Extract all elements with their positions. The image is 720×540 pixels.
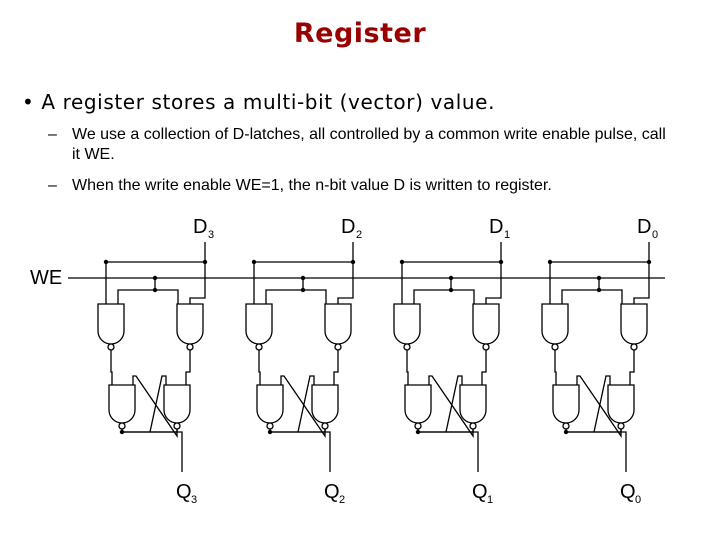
d-input-label: D xyxy=(193,216,207,238)
wire xyxy=(132,375,178,439)
nand-gate xyxy=(163,384,191,424)
inverter-bubble xyxy=(403,343,411,351)
wire xyxy=(337,262,354,304)
d-input-subscript: 3 xyxy=(208,229,214,241)
nand-gate xyxy=(472,303,500,345)
inverter-bubble xyxy=(469,422,477,430)
dash-marker: – xyxy=(48,177,57,194)
q-output-subscript: 3 xyxy=(191,494,197,506)
sub-bullet-text: We use a collection of D-latches, all co… xyxy=(72,126,666,163)
inverter-bubble xyxy=(255,343,263,351)
inverter-bubble xyxy=(617,422,625,430)
wire xyxy=(110,350,113,385)
wire xyxy=(418,431,479,472)
wire xyxy=(270,431,331,472)
q-output-label: Q xyxy=(324,481,340,503)
inverter-bubble xyxy=(173,422,181,430)
wire xyxy=(189,262,206,304)
wire xyxy=(117,289,155,304)
junction-dot xyxy=(399,259,405,265)
q-output-subscript: 0 xyxy=(635,494,641,506)
wire xyxy=(185,350,191,385)
d-input-subscript: 2 xyxy=(356,229,362,241)
junction-dot xyxy=(547,259,553,265)
inverter-bubble xyxy=(266,422,274,430)
wire xyxy=(155,289,179,304)
wire xyxy=(633,262,650,304)
wire xyxy=(554,350,557,385)
inverter-bubble xyxy=(551,343,559,351)
wire xyxy=(629,350,635,385)
sub-bullet-text: When the write enable WE=1, the n-bit va… xyxy=(72,177,552,194)
d-input-label: D xyxy=(341,216,355,238)
d-input-subscript: 0 xyxy=(652,229,658,241)
inverter-bubble xyxy=(414,422,422,430)
wire xyxy=(428,375,474,439)
wire xyxy=(280,375,326,439)
nand-gate xyxy=(404,384,432,424)
wire xyxy=(265,289,303,304)
q-output-subscript: 1 xyxy=(487,494,493,506)
wire xyxy=(303,289,327,304)
wire xyxy=(122,431,183,472)
nand-gate xyxy=(97,303,125,345)
junction-dot xyxy=(251,259,257,265)
inverter-bubble xyxy=(482,343,490,351)
nand-gate xyxy=(620,303,648,345)
nand-gate xyxy=(176,303,204,345)
nand-gate xyxy=(459,384,487,424)
nand-gate xyxy=(108,384,136,424)
junction-dot xyxy=(103,259,109,265)
we-label: WE xyxy=(30,267,62,289)
sub-bullet-1: – We use a collection of D-latches, all … xyxy=(48,125,668,165)
wire xyxy=(599,289,623,304)
q-output-subscript: 2 xyxy=(339,494,345,506)
inverter-bubble xyxy=(107,343,115,351)
q-output-label: Q xyxy=(472,481,488,503)
wire xyxy=(566,431,627,472)
d-input-subscript: 1 xyxy=(504,229,510,241)
nand-gate xyxy=(552,384,580,424)
slide-title: Register xyxy=(293,18,427,49)
nand-gate xyxy=(256,384,284,424)
inverter-bubble xyxy=(118,422,126,430)
nand-gate xyxy=(541,303,569,345)
wire xyxy=(258,350,261,385)
nand-gate xyxy=(245,303,273,345)
main-bullet: • A register stores a multi-bit (vector)… xyxy=(22,90,496,114)
inverter-bubble xyxy=(562,422,570,430)
sub-bullet-2: – When the write enable WE=1, the n-bit … xyxy=(48,176,698,196)
inverter-bubble xyxy=(186,343,194,351)
wire xyxy=(451,289,475,304)
inverter-bubble xyxy=(630,343,638,351)
d-input-label: D xyxy=(637,216,651,238)
wire xyxy=(406,350,409,385)
dash-marker: – xyxy=(48,126,57,143)
nand-gate xyxy=(607,384,635,424)
inverter-bubble xyxy=(334,343,342,351)
q-output-label: Q xyxy=(176,481,192,503)
wire xyxy=(561,289,599,304)
wire xyxy=(333,350,339,385)
wire xyxy=(413,289,451,304)
nand-gate xyxy=(393,303,421,345)
inverter-bubble xyxy=(321,422,329,430)
wire xyxy=(576,375,622,439)
nand-gate xyxy=(324,303,352,345)
q-output-label: Q xyxy=(620,481,636,503)
d-input-label: D xyxy=(489,216,503,238)
wire xyxy=(481,350,487,385)
wire xyxy=(485,262,502,304)
nand-gate xyxy=(311,384,339,424)
